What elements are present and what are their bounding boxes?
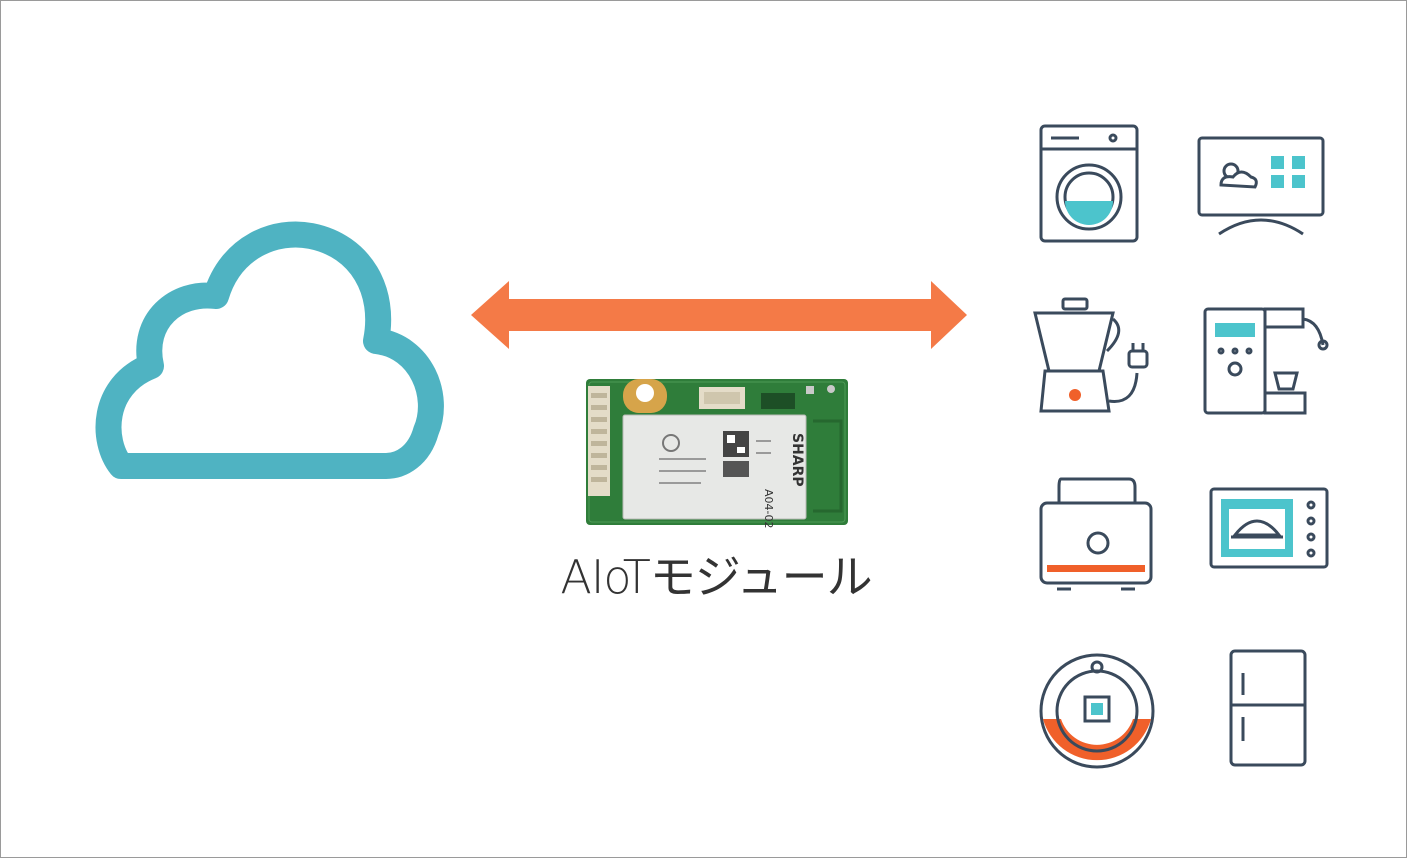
microwave-icon [1209, 487, 1329, 569]
module-caption: AIoTモジュール [560, 550, 872, 604]
robot-vacuum-icon [1039, 653, 1155, 769]
module-brand-label: SHARP [789, 433, 805, 487]
washing-machine-icon [1039, 124, 1139, 243]
cloud-icon [95, 221, 444, 479]
coffee-machine-icon [1203, 307, 1329, 415]
refrigerator-icon [1229, 649, 1307, 767]
module-model-label: A04-02 [762, 489, 775, 529]
double-arrow-icon [471, 281, 967, 349]
smart-tv-icon [1197, 136, 1325, 236]
blender-icon [1033, 297, 1149, 413]
toaster-icon [1039, 477, 1153, 591]
aiot-module-board [586, 379, 848, 525]
